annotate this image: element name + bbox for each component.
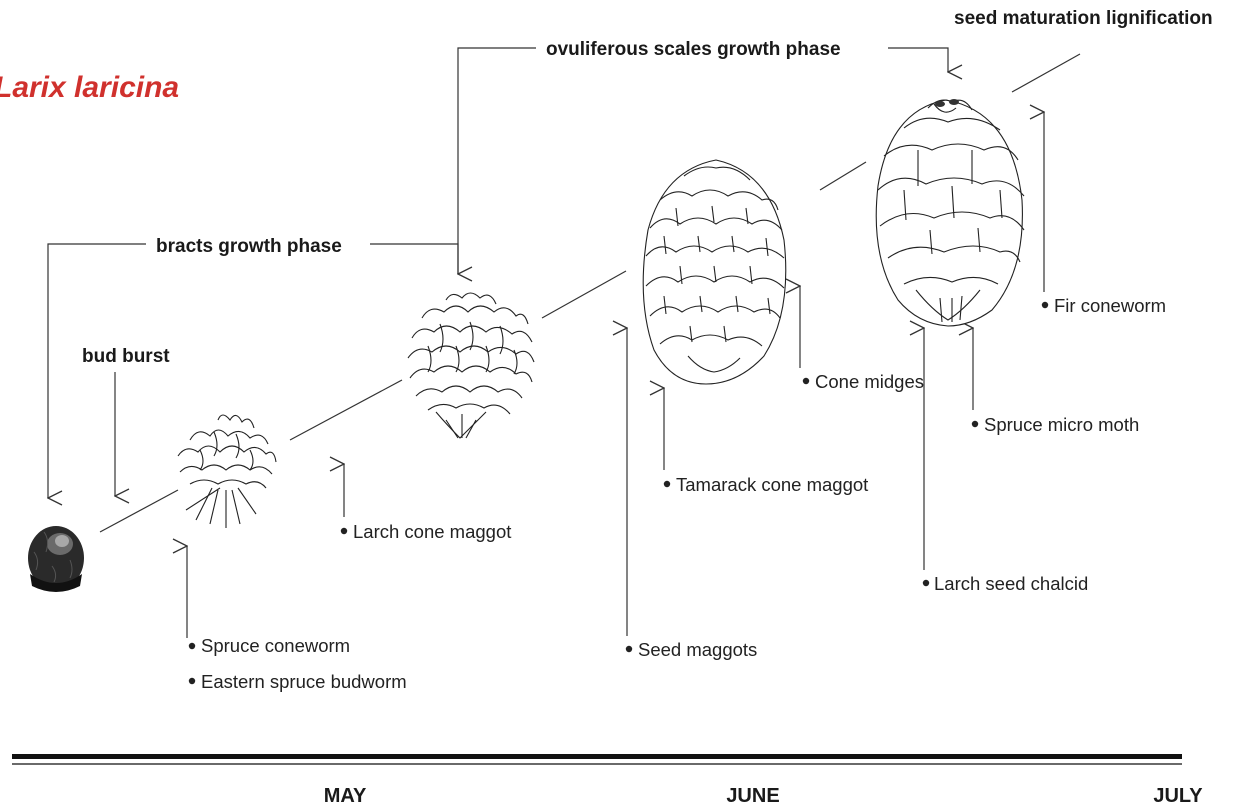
- phase-seed-label: seed maturation lignification: [954, 8, 1213, 29]
- bracts-end-arrow: [370, 243, 458, 274]
- month-may: MAY: [324, 785, 367, 807]
- month-july: JULY: [1153, 785, 1203, 807]
- month-june: JUNE: [726, 785, 779, 807]
- diagram-title: Larix laricina: [0, 71, 179, 104]
- pest-labels: Spruce coneworm Eastern spruce budworm L…: [188, 295, 1166, 692]
- pest-fir-coneworm: Fir coneworm: [1054, 295, 1166, 316]
- phase-bud-burst-label: bud burst: [82, 346, 170, 367]
- pest-spruce-coneworm: Spruce coneworm: [201, 635, 350, 656]
- pest-larch-cone-maggot: Larch cone maggot: [353, 521, 511, 542]
- pest-larch-seed-chalcid: Larch seed chalcid: [934, 573, 1088, 594]
- phase-ovuliferous-label: ovuliferous scales growth phase: [546, 39, 841, 60]
- pest-eastern-spruce-budworm: Eastern spruce budworm: [201, 671, 407, 692]
- pest-tamarack-cone-maggot: Tamarack cone maggot: [676, 474, 868, 495]
- development-line: [99, 53, 1081, 533]
- stage-flowering-cone-illustration: [407, 292, 535, 439]
- stage-bud-illustration: [28, 526, 84, 592]
- timeline-axis: [12, 754, 1182, 765]
- stage-early-cone-illustration: [177, 414, 277, 528]
- pest-seed-maggots: Seed maggots: [638, 639, 757, 660]
- ovuliferous-start-arrow: [457, 47, 536, 274]
- stage-mature-cone-illustration: [875, 99, 1025, 327]
- ovuliferous-end-arrow: [888, 47, 948, 72]
- stage-growing-cone-illustration: [642, 159, 787, 385]
- pest-cone-midges: Cone midges: [815, 371, 924, 392]
- bracts-start-arrow: [48, 243, 146, 498]
- pest-spruce-micro-moth: Spruce micro moth: [984, 414, 1139, 435]
- phase-bracts-label: bracts growth phase: [156, 236, 342, 257]
